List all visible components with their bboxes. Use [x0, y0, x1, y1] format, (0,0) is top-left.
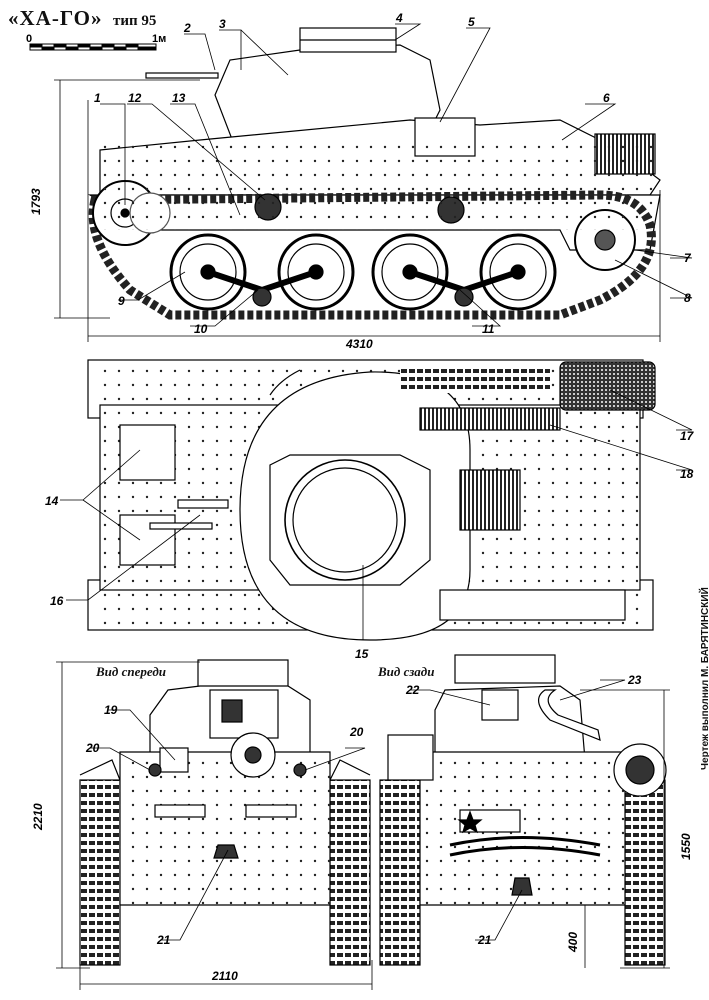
callout-17: 17: [680, 429, 695, 443]
rear-track-right: [624, 779, 666, 966]
callout-8: 8: [684, 291, 691, 305]
side-gun-barrel: [145, 72, 219, 79]
leader-lines: [60, 23, 693, 941]
rear-turret-hatch: [481, 689, 519, 721]
width-dimension: 2110: [211, 969, 238, 983]
callout-21-front: 21: [156, 933, 171, 947]
top-hatch-14-a: [119, 424, 176, 481]
rear-fuel-box: [387, 734, 434, 781]
top-track-visible: [400, 365, 550, 393]
callout-21-rear: 21: [477, 933, 492, 947]
drawing-title: «ХА-ГО» тип 95: [8, 6, 156, 31]
front-view: [79, 659, 371, 966]
callout-9: 9: [118, 294, 125, 308]
road-wheels: [169, 233, 557, 311]
callout-14: 14: [45, 494, 59, 508]
callout-5: 5: [468, 15, 475, 29]
top-radiator: [419, 407, 561, 431]
callout-23: 23: [627, 673, 642, 687]
top-tool-box: [439, 589, 626, 621]
callout-numbers: 1 2 3 4 5 6 7 8 9 10 11 12 13 14 15 16 1…: [45, 11, 695, 947]
front-view-label: Вид спереди: [96, 664, 166, 679]
scale-start-label: 0: [26, 33, 32, 45]
callout-11: 11: [482, 322, 495, 336]
callout-15: 15: [355, 647, 369, 661]
star-icon: [457, 810, 483, 834]
length-dimension: 4310: [345, 337, 373, 351]
tank-name: «ХА-ГО»: [8, 6, 103, 30]
callout-7: 7: [684, 251, 692, 265]
callout-18: 18: [680, 467, 694, 481]
rear-track-left: [379, 779, 421, 966]
top-muffler: [559, 361, 656, 411]
side-view: [87, 27, 661, 320]
rear-view-label: Вид сзади: [378, 664, 435, 679]
front-dimensions: [56, 661, 373, 990]
scale-end-label: 1м: [152, 33, 166, 45]
scale-bar: [29, 43, 157, 51]
top-engine-grille: [459, 469, 521, 531]
tank-type: тип 95: [112, 13, 157, 29]
front-track-right: [329, 779, 371, 966]
top-view: [87, 359, 656, 641]
front-vision-port: [209, 689, 279, 739]
rear-dimensions: [570, 689, 670, 969]
rear-exhaust-pipes: [449, 836, 601, 847]
rear-machine-gun: [538, 689, 601, 741]
front-cupola: [197, 659, 289, 689]
height-dimension: 1793: [29, 188, 43, 215]
callout-22: 22: [405, 683, 420, 697]
front-track-left: [79, 779, 121, 966]
top-main-gun: [177, 499, 229, 509]
rear-cupola: [454, 654, 556, 684]
front-tow-hook: [213, 844, 239, 859]
callout-19: 19: [104, 703, 118, 717]
callout-4: 4: [395, 11, 403, 25]
callout-10: 10: [194, 322, 208, 336]
top-machine-gun: [149, 522, 213, 530]
callout-13: 13: [172, 91, 186, 105]
callout-16: 16: [50, 594, 64, 608]
clearance-dimension: 400: [566, 932, 580, 953]
callout-3: 3: [219, 17, 226, 31]
callout-6: 6: [603, 91, 610, 105]
callout-12: 12: [128, 91, 142, 105]
callout-1: 1: [94, 91, 101, 105]
side-dimensions: [54, 79, 661, 342]
rear-view: [379, 654, 667, 966]
callout-20-right: 20: [349, 725, 364, 739]
callout-20-left: 20: [85, 741, 100, 755]
rear-tow-hook: [511, 877, 533, 896]
callout-2: 2: [183, 21, 191, 35]
rear-height-dimension: 1550: [679, 833, 693, 860]
width-height-dimension: 2210: [31, 803, 45, 831]
